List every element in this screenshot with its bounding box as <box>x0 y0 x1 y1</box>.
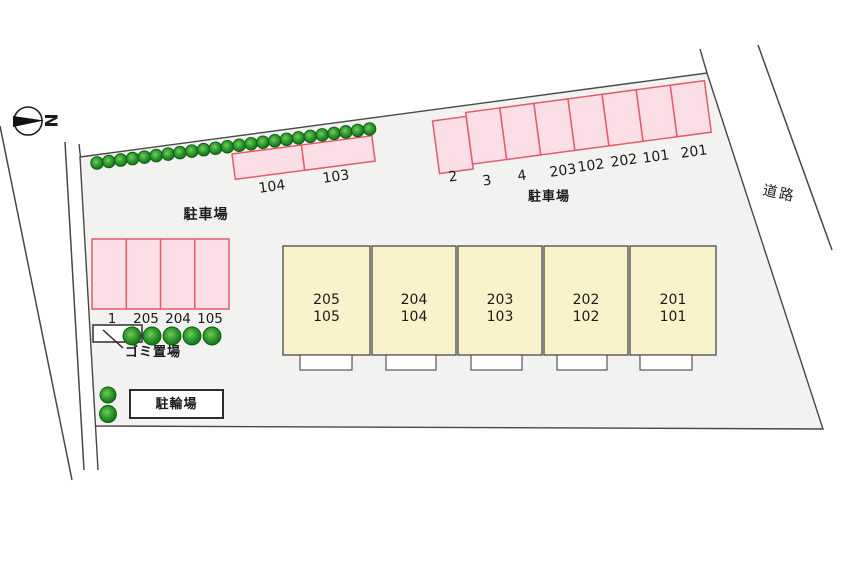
boundary-tick-top-left <box>79 144 81 157</box>
entrance-porch <box>557 355 607 370</box>
unit-number-upper: 205 <box>313 292 340 308</box>
tree-icon <box>328 127 341 140</box>
unit-number-upper: 204 <box>401 292 428 308</box>
road-left-outer-edge <box>0 126 72 480</box>
tree-icon <box>257 136 270 149</box>
tree-icon <box>186 145 199 158</box>
road-label: 道路 <box>761 182 797 205</box>
road-right: 道路 <box>758 45 832 250</box>
north-label: N <box>40 113 60 127</box>
tree-icon <box>138 151 151 164</box>
entrance-porch <box>386 355 436 370</box>
garbage-area-label: ゴミ置場 <box>125 344 181 360</box>
road-left <box>0 126 84 480</box>
boundary-extension-top-right <box>700 49 707 73</box>
unit-number-upper: 203 <box>487 292 514 308</box>
tree-icon <box>143 327 161 345</box>
unit-number-lower: 103 <box>487 309 514 325</box>
road-right-outer-edge <box>758 45 832 250</box>
unit-number-lower: 104 <box>401 309 428 325</box>
tree-icon <box>233 139 246 152</box>
tree-icon <box>203 327 221 345</box>
unit-number-upper: 201 <box>660 292 687 308</box>
tree-icon <box>183 327 201 345</box>
tree-icon <box>304 130 317 143</box>
tree-icon <box>150 149 163 162</box>
parking-space <box>670 81 711 137</box>
unit-number-upper: 202 <box>573 292 600 308</box>
tree-icon <box>123 327 141 345</box>
tree-icon <box>114 154 127 167</box>
tree-icon <box>280 133 293 146</box>
tree-icon <box>197 143 210 156</box>
tree-icon <box>103 155 116 168</box>
parking-space-label: 204 <box>165 311 191 327</box>
road-left-inner-edge <box>65 142 84 470</box>
tree-icon <box>268 135 281 148</box>
tree-icon <box>174 146 187 159</box>
unit-number-lower: 105 <box>313 309 340 325</box>
tree-icon <box>292 132 305 145</box>
tree-icon <box>209 142 222 155</box>
tree-icon <box>221 140 234 153</box>
entrance-porch <box>471 355 522 370</box>
tree-icon <box>100 406 117 423</box>
tree-icon <box>126 152 139 165</box>
tree-icon <box>340 126 353 139</box>
entrance-porch <box>300 355 352 370</box>
unit-number-lower: 102 <box>573 309 600 325</box>
parking-space-label: 105 <box>197 311 223 327</box>
tree-row-middle <box>123 327 221 345</box>
tree-icon <box>163 327 181 345</box>
tree-icon <box>363 123 376 136</box>
building-block: 205 105 204 104 203 103 202 102 201 101 <box>283 246 716 370</box>
bicycle-parking-label: 駐輪場 <box>155 396 197 412</box>
parking-area-label-upper-left: 駐車場 <box>184 206 229 223</box>
boundary-extension-bottom-left <box>96 426 99 470</box>
tree-icon <box>351 124 364 137</box>
parking-area-label-upper-right: 駐車場 <box>528 189 570 205</box>
tree-icon <box>91 157 104 170</box>
tree-icon <box>100 387 116 403</box>
tree-icon <box>316 129 329 142</box>
tree-icon <box>245 137 258 150</box>
bicycle-parking: 駐輪場 <box>130 390 223 418</box>
north-arrow: N <box>13 107 60 135</box>
tree-icon <box>162 148 175 161</box>
unit-number-lower: 101 <box>660 309 687 325</box>
entrance-porch <box>640 355 692 370</box>
